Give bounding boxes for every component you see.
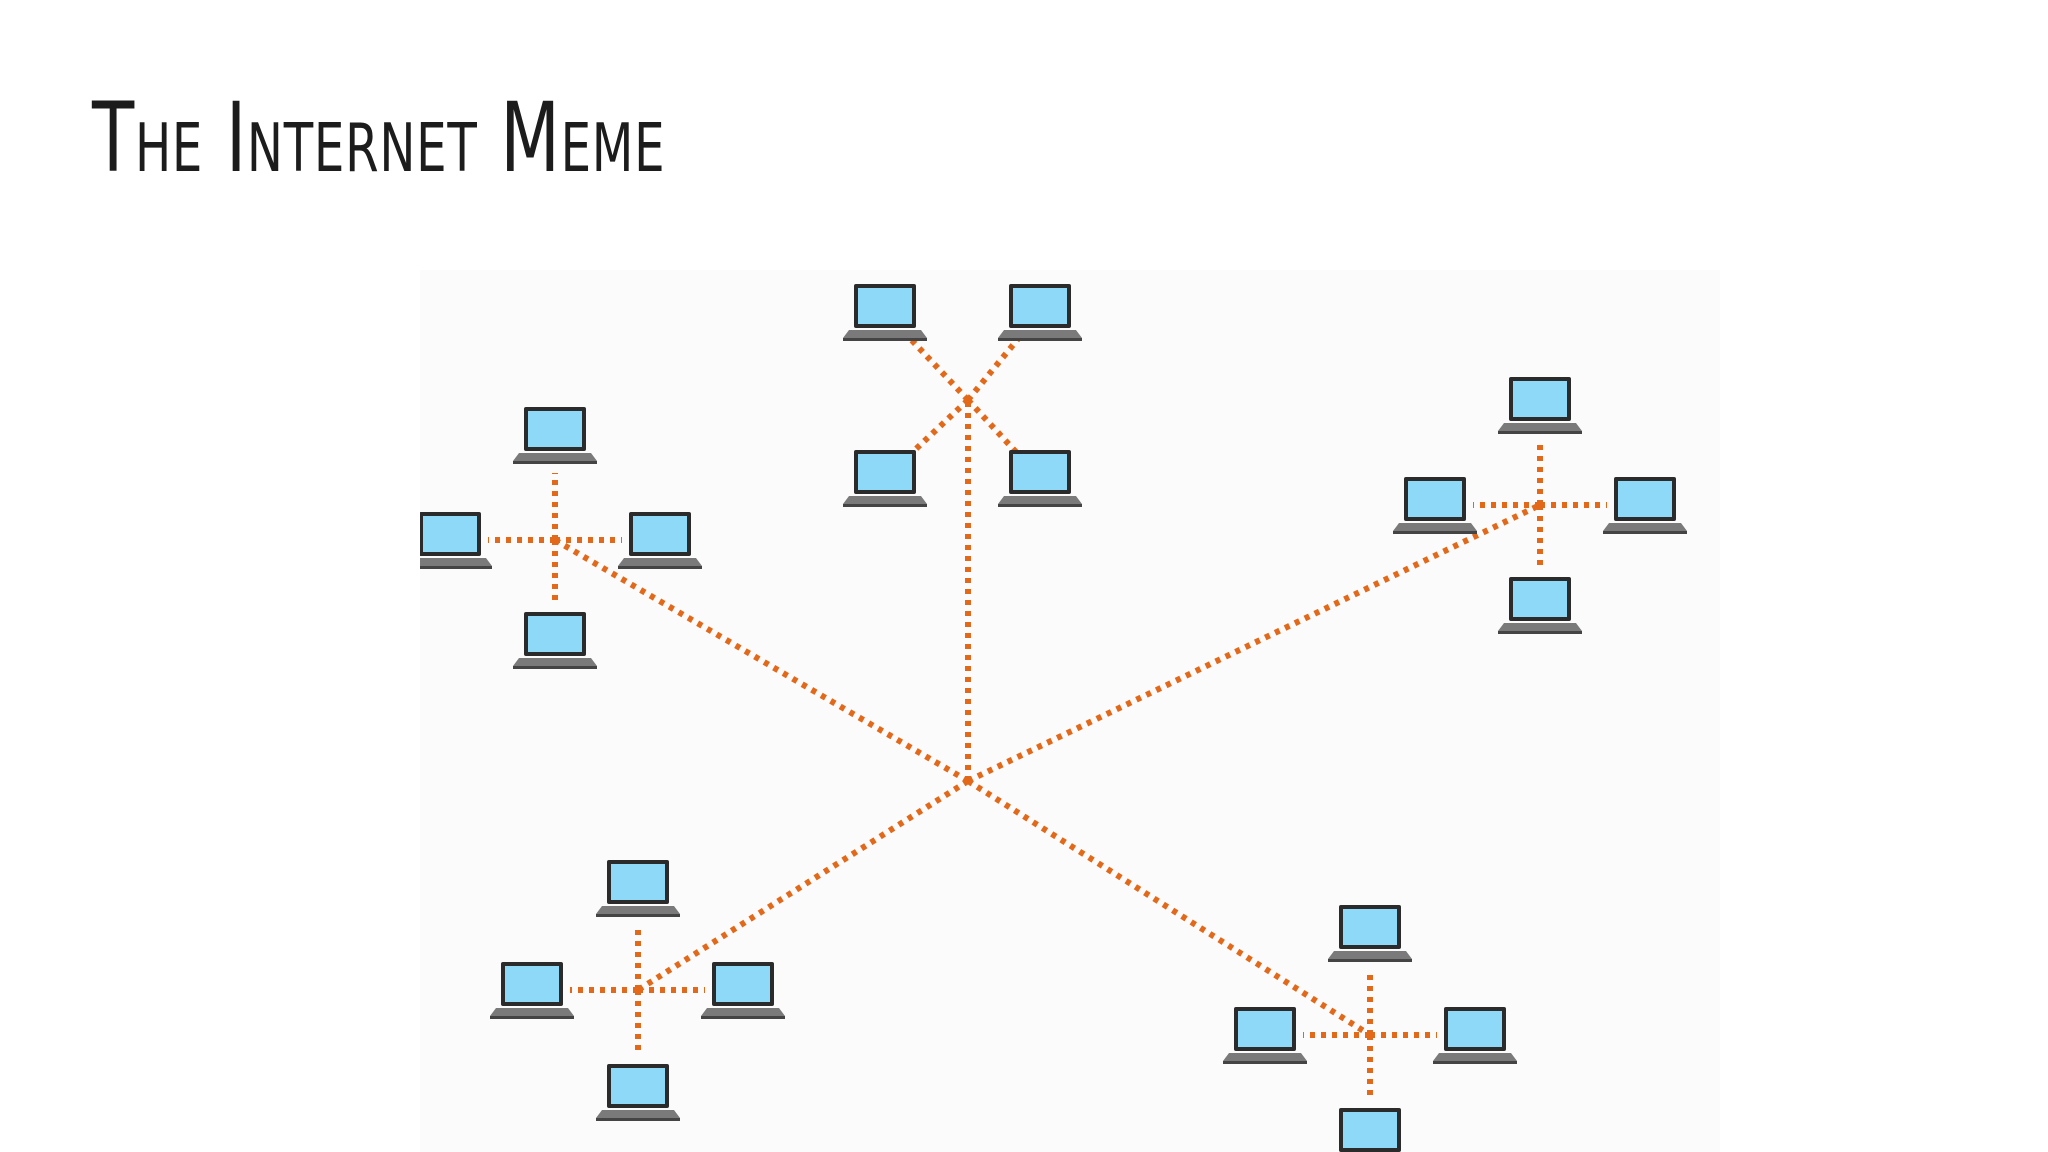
laptop-icon xyxy=(843,450,927,507)
laptop-icon xyxy=(1339,1108,1401,1152)
laptop-icon xyxy=(1603,477,1687,534)
laptop-icon xyxy=(513,612,597,669)
network-diagram-svg xyxy=(420,284,1687,1152)
laptop-icon xyxy=(843,284,927,341)
network-diagram xyxy=(420,270,1720,1152)
spoke-link-top-2 xyxy=(965,333,1024,402)
laptop-icon xyxy=(1433,1007,1517,1064)
trunk-link-left xyxy=(553,537,970,784)
laptop-icon xyxy=(596,860,680,917)
laptop-icon xyxy=(1223,1007,1307,1064)
links-layer xyxy=(488,331,1607,1098)
trunk-link-right xyxy=(966,502,1542,784)
laptop-icon xyxy=(490,962,574,1019)
laptop-icon xyxy=(998,284,1082,341)
laptop-icon xyxy=(701,962,785,1019)
trunk-link-bottom-right xyxy=(966,778,1372,1038)
laptop-icon xyxy=(1393,477,1477,534)
laptop-icon xyxy=(1498,577,1582,634)
laptop-icon xyxy=(618,512,702,569)
trunk-link-bottom-left xyxy=(636,778,970,993)
spoke-link-top-1 xyxy=(903,331,971,403)
laptop-icon xyxy=(420,512,492,569)
laptop-icon xyxy=(596,1064,680,1121)
laptop-icon xyxy=(998,450,1082,507)
slide-title: The Internet Meme xyxy=(92,82,666,194)
laptops-layer xyxy=(420,284,1687,1152)
laptop-icon xyxy=(513,407,597,464)
laptop-icon xyxy=(1498,377,1582,434)
spoke-link-top-3 xyxy=(904,397,971,460)
spoke-link-top-4 xyxy=(965,397,1022,458)
laptop-icon xyxy=(1328,905,1412,962)
